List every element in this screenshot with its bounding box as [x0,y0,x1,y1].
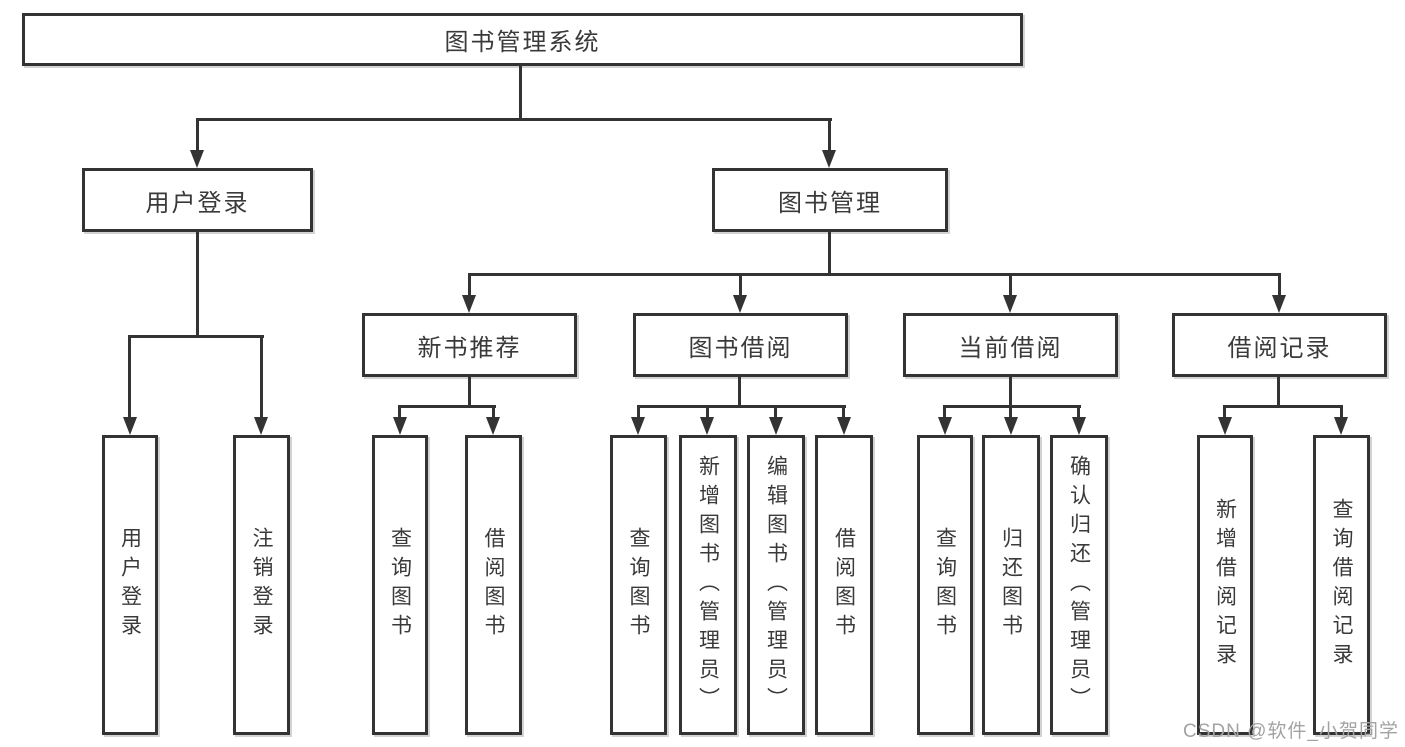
connector-line [943,405,946,419]
connector-line [398,405,401,419]
connector-line [260,335,263,417]
node-root: 图书管理系统 [22,13,1023,66]
arrow-down-icon [1272,295,1286,313]
connector-line [1009,405,1012,419]
connector-line [842,405,845,419]
arrow-down-icon [938,417,952,435]
arrow-down-icon [1334,417,1348,435]
node-leaf-query-books-recommend: 查询图书 [372,435,428,735]
arrow-down-icon [769,417,783,435]
arrow-down-icon [190,150,204,168]
connector-line [128,335,131,417]
connector-line [398,405,496,408]
node-leaf-query-borrow-record: 查询借阅记录 [1313,435,1370,735]
arrow-down-icon [1004,417,1018,435]
arrow-down-icon [1003,295,1017,313]
connector-line [706,405,709,419]
arrow-down-icon [393,417,407,435]
node-leaf-add-borrow-record: 新增借阅记录 [1197,435,1253,735]
node-leaf-borrow-books-recommend: 借阅图书 [465,435,522,735]
node-leaf-query-books-borrowing: 查询图书 [610,435,667,735]
node-user-login: 用户登录 [82,168,313,232]
node-leaf-user-login: 用户登录 [102,435,158,735]
connector-line [828,118,831,152]
connector-line [196,118,199,152]
arrow-down-icon [822,150,836,168]
connector-line [196,118,832,121]
arrow-down-icon [1218,417,1232,435]
connector-line [1277,377,1280,408]
connector-line [1223,405,1226,419]
arrow-down-icon [733,295,747,313]
node-leaf-add-books-admin: 新增图书（管理员） [679,435,737,735]
node-leaf-logout: 注销登录 [233,435,290,735]
arrow-down-icon [700,417,714,435]
node-leaf-return-books: 归还图书 [982,435,1040,735]
node-book-borrowing: 图书借阅 [633,313,848,377]
arrow-down-icon [631,417,645,435]
arrow-down-icon [123,417,137,435]
connector-line [1223,405,1343,408]
node-current-borrowing: 当前借阅 [903,313,1118,377]
connector-line [468,273,471,297]
connector-line [1009,377,1012,408]
arrow-down-icon [837,417,851,435]
node-borrow-records: 借阅记录 [1172,313,1387,377]
connector-line [1278,273,1281,297]
connector-line [774,405,777,419]
node-leaf-confirm-return-admin: 确认归还（管理员） [1050,435,1108,735]
connector-line [637,405,846,408]
node-book-management: 图书管理 [712,168,948,232]
connector-line [468,273,1281,276]
arrow-down-icon [462,295,476,313]
connector-line [943,405,1081,408]
arrow-down-icon [254,417,268,435]
connector-line [519,66,522,119]
connector-line [492,405,495,419]
connector-line [1340,405,1343,419]
node-leaf-query-books-current: 查询图书 [917,435,973,735]
connector-line [128,335,264,338]
connector-line [637,405,640,419]
connector-line [1077,405,1080,419]
connector-line [738,377,741,408]
connector-line [468,377,471,408]
arrow-down-icon [486,417,500,435]
connector-line [828,232,831,276]
connector-line [1009,273,1012,297]
node-new-book-recommend: 新书推荐 [362,313,577,377]
arrow-down-icon [1072,417,1086,435]
connector-line [196,232,199,338]
node-leaf-borrow-books: 借阅图书 [815,435,873,735]
csdn-watermark: CSDN @软件_小贺同学 [1183,721,1399,742]
node-leaf-edit-books-admin: 编辑图书（管理员） [747,435,805,735]
connector-line [739,273,742,297]
